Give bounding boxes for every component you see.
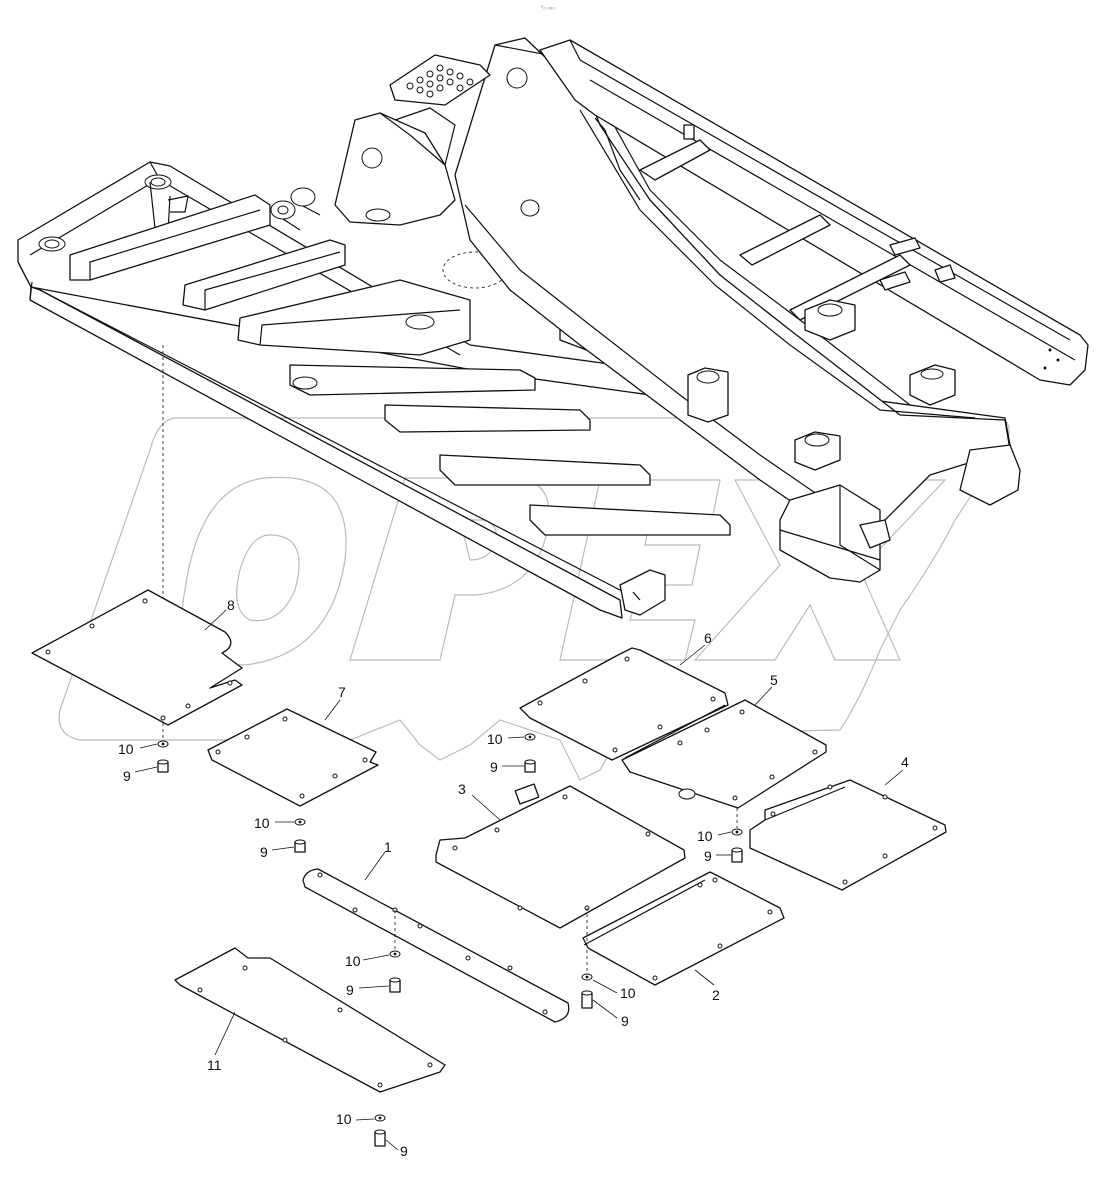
callout-10-e: 10 [345, 953, 361, 969]
cover-plate-2 [582, 871, 785, 986]
cover-plate-7 [207, 708, 379, 807]
callout-labels: 8 7 6 5 4 3 1 2 11 10 9 10 9 10 9 10 9 1… [118, 597, 909, 1159]
cover-plate-1 [302, 868, 570, 1023]
fastener-group-c [524, 733, 536, 773]
callout-8: 8 [227, 597, 235, 613]
fastener-group-e [389, 910, 401, 993]
fastener-group-f [581, 908, 593, 1009]
cover-plate-3 [435, 783, 686, 929]
callout-7: 7 [338, 684, 346, 700]
callout-10-c: 10 [487, 731, 503, 747]
callout-11: 11 [207, 1057, 222, 1073]
callout-6: 6 [704, 630, 712, 646]
fastener-group-d [731, 808, 743, 863]
cover-plate-6 [519, 647, 729, 761]
callout-9-c: 9 [490, 759, 498, 775]
callout-1: 1 [384, 839, 392, 855]
callout-9-g: 9 [400, 1143, 408, 1159]
callout-5: 5 [770, 672, 778, 688]
callout-9-f: 9 [621, 1013, 629, 1029]
callout-9-e: 9 [346, 982, 354, 998]
step-plate-holes [406, 64, 474, 98]
callout-10-b: 10 [254, 815, 270, 831]
callout-9-d: 9 [704, 848, 712, 864]
frame-assembly [17, 37, 1089, 619]
callout-9-a: 9 [123, 768, 131, 784]
callout-10-g: 10 [336, 1111, 352, 1127]
callout-10-d: 10 [697, 828, 713, 844]
callout-3: 3 [458, 781, 466, 797]
cover-plate-5 [621, 699, 827, 809]
fastener-group-g [374, 1114, 386, 1147]
callout-10-f: 10 [620, 985, 636, 1001]
callout-4: 4 [901, 754, 909, 770]
header-mark: ⁿ₀ ₀₀₀ [541, 4, 555, 11]
callout-9-b: 9 [260, 844, 268, 860]
cover-plate-8 [31, 589, 243, 726]
cover-plate-11 [174, 947, 446, 1093]
fastener-group-a [157, 740, 169, 773]
leader-lines [134, 609, 904, 1151]
callout-2: 2 [712, 987, 720, 1003]
cover-plate-4 [749, 779, 947, 891]
callout-10-a: 10 [118, 741, 134, 757]
fastener-group-b [294, 818, 306, 853]
